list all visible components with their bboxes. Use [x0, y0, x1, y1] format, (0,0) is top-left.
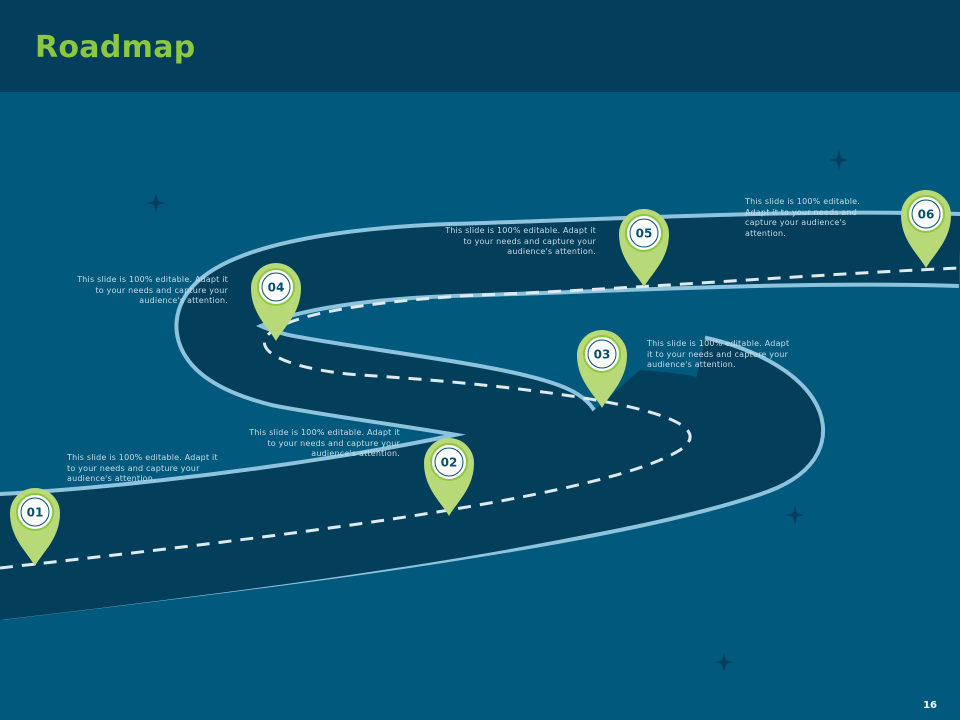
pin-label: 02 [441, 456, 458, 470]
pin-label: 05 [636, 227, 653, 241]
pin-inner [434, 447, 464, 477]
pin-02[interactable]: 02 [424, 438, 474, 516]
slide-title: Roadmap [35, 30, 196, 65]
header-bar [0, 0, 960, 92]
pin-label: 03 [594, 348, 611, 362]
road-center-line [0, 266, 960, 570]
pin-03[interactable]: 03 [577, 330, 627, 408]
milestone-06-text: This slide is 100% editable. Adapt it to… [745, 197, 861, 238]
road-fill [0, 370, 807, 620]
milestone-03-text: This slide is 100% editable. Adapt it to… [647, 339, 790, 369]
sparkle-icon [829, 150, 849, 170]
sparkle-icon [785, 505, 805, 525]
milestone-02-text: This slide is 100% editable. Adapt it to… [249, 428, 400, 458]
sparkle-icon [146, 193, 166, 213]
pin-01[interactable]: 01 [10, 488, 60, 566]
pin-inner [587, 339, 617, 369]
milestone-05-text: This slide is 100% editable. Adapt it to… [445, 226, 596, 256]
pin-06[interactable]: 06 [901, 190, 951, 268]
sparkle-decorations [146, 150, 849, 672]
pin-05[interactable]: 05 [619, 209, 669, 287]
sparkle-icon [714, 652, 734, 672]
milestone-04-text: This slide is 100% editable. Adapt it to… [77, 275, 228, 305]
pin-inner [629, 218, 659, 248]
pin-label: 06 [918, 208, 935, 222]
pin-inner [20, 497, 50, 527]
pin-label: 01 [27, 506, 44, 520]
pin-04[interactable]: 04 [251, 263, 301, 341]
page-number: 16 [923, 700, 937, 711]
milestone-01-text: This slide is 100% editable. Adapt it to… [67, 453, 218, 483]
pin-inner [261, 272, 291, 302]
pin-label: 04 [268, 281, 285, 295]
pin-inner [911, 199, 941, 229]
